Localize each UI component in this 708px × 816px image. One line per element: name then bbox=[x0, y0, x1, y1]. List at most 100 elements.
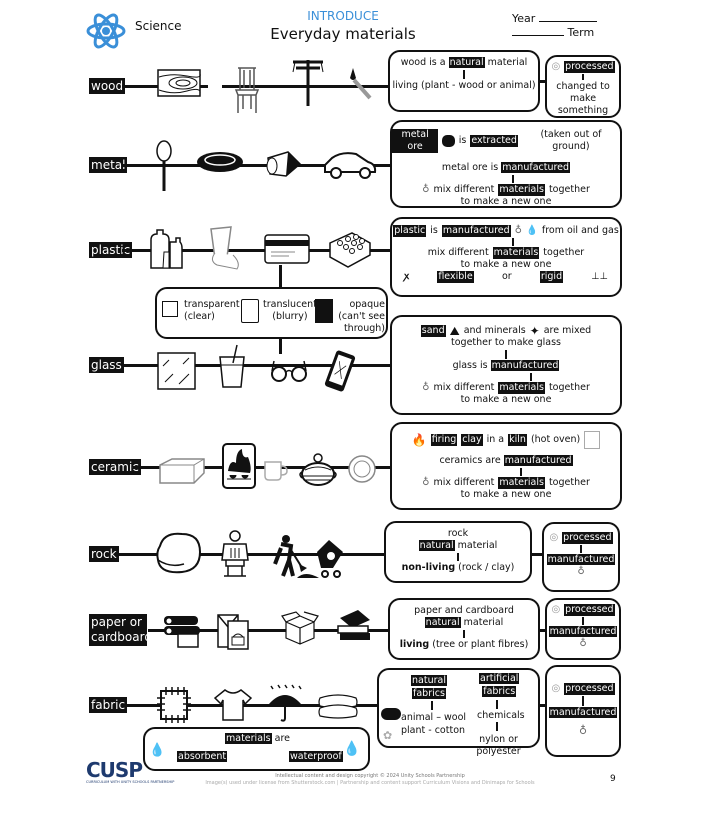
box-icon bbox=[280, 610, 320, 650]
window-pane-icon bbox=[157, 352, 197, 394]
plastic-cup-icon bbox=[207, 225, 243, 275]
transparent-icon bbox=[162, 301, 178, 317]
row-line-rock bbox=[118, 553, 386, 556]
digger-icon bbox=[273, 534, 345, 584]
mixing-icon: ♁ bbox=[422, 477, 430, 488]
term-label: Term bbox=[567, 26, 595, 39]
fabric-processed-box: ◎processed manufactured ♁ bbox=[545, 665, 621, 757]
row-line-fabric bbox=[122, 704, 378, 707]
processed-icon: ◎ bbox=[551, 683, 561, 694]
pillows-icon bbox=[316, 690, 360, 724]
term-field[interactable]: Term bbox=[512, 26, 594, 39]
stone-icon bbox=[154, 530, 204, 580]
bottles-icon bbox=[147, 228, 183, 274]
mixing-icon: ♁ bbox=[578, 724, 588, 737]
match-icon bbox=[347, 66, 373, 106]
glass-info-box: sand⛰and minerals✦are mixed together to … bbox=[390, 315, 622, 415]
transparency-to-glass-line bbox=[279, 338, 282, 354]
flexible-icon: ꭗ bbox=[404, 271, 410, 282]
wood-processed-box: ◎processed changed to make something bbox=[545, 55, 621, 118]
umbrella-icon bbox=[267, 684, 303, 728]
wood-living-line: living (plant - wood or animal) bbox=[392, 80, 536, 91]
cusp-logo: CUSP CURRICULUM WITH UNITY SCHOOLS PARTN… bbox=[86, 758, 175, 784]
material-label-metal: metal bbox=[89, 157, 128, 173]
books-icon bbox=[336, 608, 372, 646]
processed-icon: ◎ bbox=[551, 61, 561, 72]
toy-brick-icon bbox=[328, 229, 372, 273]
material-label-wood: wood bbox=[89, 78, 126, 94]
newspapers-icon bbox=[162, 614, 202, 652]
row-line-glass bbox=[122, 364, 390, 367]
atom-icon bbox=[86, 9, 126, 53]
rigid-icon: ⊥⊥ bbox=[591, 271, 608, 282]
copyright-text: Intellectual content and design copyrigh… bbox=[275, 773, 465, 779]
waterproof-icon: 💧 bbox=[343, 741, 361, 757]
plate-icon bbox=[347, 454, 377, 488]
material-label-rock: rock bbox=[89, 546, 119, 562]
absorbent-icon: 💧 bbox=[149, 743, 166, 758]
row-line-ceramic bbox=[133, 466, 390, 469]
opaque-icon bbox=[315, 299, 333, 323]
page-number: 9 bbox=[610, 774, 616, 784]
greeting-card-icon bbox=[216, 613, 250, 655]
telegraph-pole-icon bbox=[291, 58, 325, 112]
oil-drops-icon: 💧 bbox=[526, 225, 538, 236]
kiln-icon bbox=[584, 431, 601, 449]
brick-icon bbox=[158, 457, 206, 489]
processed-icon: ◎ bbox=[549, 532, 559, 543]
wood-natural-line: wood is a natural material bbox=[400, 57, 528, 68]
properties-box: materials are 💧 absorbent waterproof 💧 bbox=[143, 727, 370, 771]
spectacles-icon bbox=[270, 357, 308, 389]
chair-icon bbox=[232, 66, 262, 120]
year-field[interactable]: Year bbox=[512, 12, 597, 25]
teapot-icon bbox=[297, 450, 339, 492]
material-label-plastic: plastic bbox=[89, 242, 133, 258]
spoon-icon bbox=[155, 140, 173, 198]
mixing-icon: ♁ bbox=[579, 638, 587, 649]
material-label-paper: paper or cardboard bbox=[89, 614, 152, 646]
plastic-to-transparency-line bbox=[279, 265, 282, 290]
cotton-icon: ✿ bbox=[383, 729, 393, 742]
material-label-glass: glass bbox=[89, 357, 124, 373]
stage-label: INTRODUCE bbox=[307, 9, 379, 23]
metal-manufactured-line: metal ore is manufactured bbox=[441, 162, 571, 173]
material-label-ceramic: ceramic bbox=[89, 459, 141, 475]
mixing-icon: ♁ bbox=[422, 382, 430, 393]
ore-icon bbox=[442, 135, 455, 147]
row-line-paper bbox=[148, 629, 388, 632]
wood-info-box: wood is a natural material living (plant… bbox=[388, 50, 540, 112]
mixing-icon: ♁ bbox=[514, 225, 522, 236]
sand-pile-icon: ⛰ bbox=[449, 324, 460, 338]
statue-icon bbox=[218, 530, 252, 586]
drinking-glass-icon bbox=[217, 343, 249, 393]
coin-icon bbox=[196, 150, 244, 180]
row-line-metal bbox=[122, 164, 390, 167]
fire-icon: 🔥 bbox=[411, 433, 427, 447]
license-text: Image(s) used under license from Shutter… bbox=[205, 780, 535, 786]
page-title: Everyday materials bbox=[270, 25, 416, 43]
paper-processed-box: ◎processed manufactured ♁ bbox=[545, 598, 621, 660]
kiln-fire-icon bbox=[222, 443, 256, 493]
processed-icon: ◎ bbox=[551, 604, 561, 615]
transparency-box: transparent(clear) translucent(blurry) o… bbox=[155, 287, 388, 339]
mixing-icon: ♁ bbox=[577, 566, 585, 577]
mixing-icon: ♁ bbox=[422, 184, 430, 195]
sheep-icon bbox=[381, 708, 401, 720]
cup-icon bbox=[263, 458, 289, 486]
t-shirt-icon bbox=[213, 688, 253, 726]
row-line-plastic bbox=[122, 249, 390, 252]
phone-icon bbox=[324, 350, 356, 396]
paper-info-box: paper and cardboard natural material liv… bbox=[388, 598, 540, 660]
car-icon bbox=[322, 150, 378, 184]
crystals-icon: ✦ bbox=[529, 324, 540, 338]
fabric-patch-icon bbox=[156, 686, 192, 728]
year-label: Year bbox=[512, 12, 536, 25]
translucent-icon bbox=[241, 299, 259, 323]
rock-processed-box: ◎processed manufactured ♁ bbox=[542, 522, 620, 592]
subject-label: Science bbox=[135, 19, 182, 33]
